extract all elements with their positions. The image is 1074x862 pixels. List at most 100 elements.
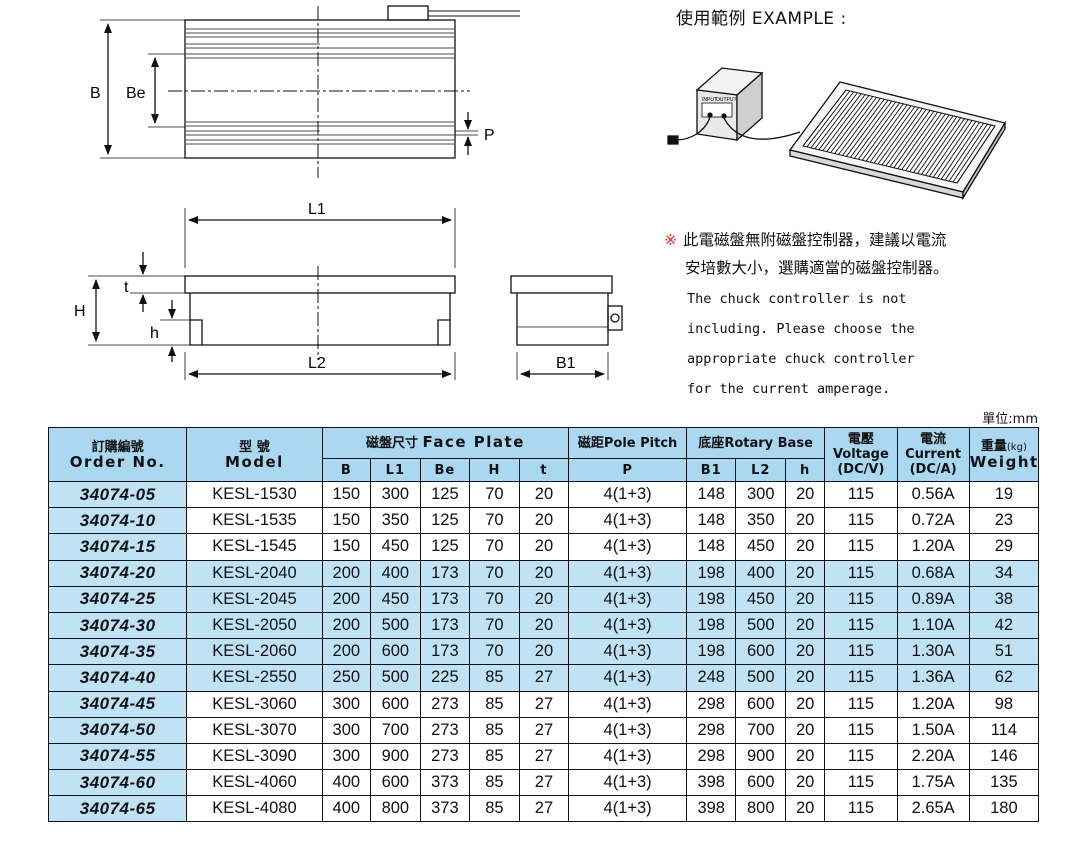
hatch-line	[921, 117, 961, 175]
table-cell: 27	[518, 742, 570, 771]
table-cell: 29	[968, 533, 1040, 561]
header-wt-en: Weight	[969, 453, 1039, 471]
table-cell: 600	[735, 690, 787, 718]
model-cell: KESL-3060	[186, 690, 323, 718]
table-cell: 114	[968, 716, 1040, 744]
hatch-line	[889, 110, 931, 168]
hatch-line	[893, 110, 935, 169]
unit-label: 單位:mm	[982, 412, 1038, 427]
label-P: P	[484, 127, 495, 144]
order-number-cell: 34074-35	[47, 638, 188, 666]
table-cell: 1.20A	[896, 533, 970, 561]
note-chinese: ※此電磁盤無附磁盤控制器，建議以電流 安培數大小，選購適當的磁盤控制器。	[664, 226, 1064, 282]
table-cell: 600	[370, 769, 421, 797]
table-cell: 0.72A	[896, 507, 970, 535]
table-cell: 173	[419, 638, 471, 666]
table-cell: 200	[321, 611, 372, 640]
table-cell: 135	[968, 769, 1040, 797]
table-cell: 20	[785, 795, 826, 823]
subheader-L2: L2	[735, 458, 787, 482]
hatch-line	[936, 121, 977, 179]
subheader-t: t	[518, 458, 570, 482]
table-cell: 38	[968, 585, 1040, 613]
table-cell: 85	[469, 690, 520, 718]
table-cell: 800	[370, 795, 421, 823]
table-cell: 115	[824, 716, 898, 744]
table-cell: 20	[785, 480, 826, 509]
label-Be: Be	[126, 85, 146, 102]
hatch-line	[901, 112, 942, 170]
hatch-line	[913, 115, 954, 173]
table-cell: 225	[419, 664, 471, 692]
table-cell: 500	[370, 611, 421, 640]
table-cell: 70	[469, 480, 520, 509]
table-cell: 398	[685, 769, 737, 797]
table-cell: 115	[824, 795, 898, 823]
table-cell: 146	[968, 742, 1040, 771]
model-cell: KESL-2045	[186, 585, 323, 613]
table-cell: 4(1+3)	[568, 742, 687, 771]
hatch-line	[905, 113, 946, 171]
hatch-line	[814, 92, 858, 150]
label-B1: B1	[556, 355, 576, 372]
table-cell: 70	[469, 507, 520, 535]
table-cell: 1.36A	[896, 664, 970, 692]
table-cell: 0.68A	[896, 559, 970, 587]
header-base-en: Rotary Base	[724, 435, 813, 451]
table-cell: 20	[518, 638, 570, 666]
table-cell: 125	[419, 533, 471, 561]
table-cell: 115	[824, 611, 898, 640]
header-pole-pitch: 磁距Pole Pitch	[568, 427, 687, 459]
order-number-cell: 34074-40	[47, 664, 188, 692]
table-cell: 115	[824, 638, 898, 666]
table-cell: 400	[370, 559, 421, 587]
table-cell: 115	[824, 559, 898, 587]
table-cell: 27	[518, 664, 570, 692]
table-cell: 300	[321, 690, 372, 718]
hatch-line	[842, 98, 885, 156]
table-cell: 0.89A	[896, 585, 970, 613]
table-cell: 450	[370, 533, 421, 561]
hatch-line	[865, 104, 908, 162]
table-cell: 62	[968, 664, 1040, 692]
hatch-line	[826, 95, 870, 152]
table-cell: 273	[419, 716, 471, 744]
table-cell: 350	[735, 507, 787, 535]
table-cell: 20	[785, 611, 826, 640]
table-cell: 85	[469, 769, 520, 797]
table-cell: 4(1+3)	[568, 769, 687, 797]
note-en-line: The chuck controller is not	[687, 291, 907, 307]
table-cell: 20	[785, 533, 826, 561]
table-cell: 500	[735, 611, 787, 640]
front-view-drawing	[88, 208, 456, 380]
header-order-en: Order No.	[69, 452, 166, 471]
example-title: 使用範例 EXAMPLE :	[676, 9, 847, 29]
subheader-Be: Be	[419, 458, 471, 482]
table-cell: 85	[469, 742, 520, 771]
hatch-line	[909, 114, 950, 172]
table-cell: 273	[419, 742, 471, 771]
table-cell: 373	[419, 795, 471, 823]
table-cell: 20	[785, 559, 826, 587]
model-cell: KESL-2550	[186, 664, 323, 692]
model-cell: KESL-4080	[186, 795, 323, 823]
table-cell: 4(1+3)	[568, 585, 687, 613]
table-cell: 150	[321, 480, 372, 509]
table-cell: 450	[735, 533, 787, 561]
table-cell: 4(1+3)	[568, 611, 687, 640]
hatch-line	[885, 109, 927, 167]
table-cell: 115	[824, 690, 898, 718]
hatch-line	[861, 103, 904, 161]
table-cell: 500	[735, 664, 787, 692]
table-cell: 450	[370, 585, 421, 613]
hatch-line	[830, 96, 874, 153]
table-cell: 27	[518, 690, 570, 718]
model-cell: KESL-1530	[186, 480, 323, 509]
table-cell: 450	[735, 585, 787, 613]
table-cell: 800	[735, 795, 787, 823]
table-cell: 173	[419, 611, 471, 640]
table-cell: 1.20A	[896, 690, 970, 718]
